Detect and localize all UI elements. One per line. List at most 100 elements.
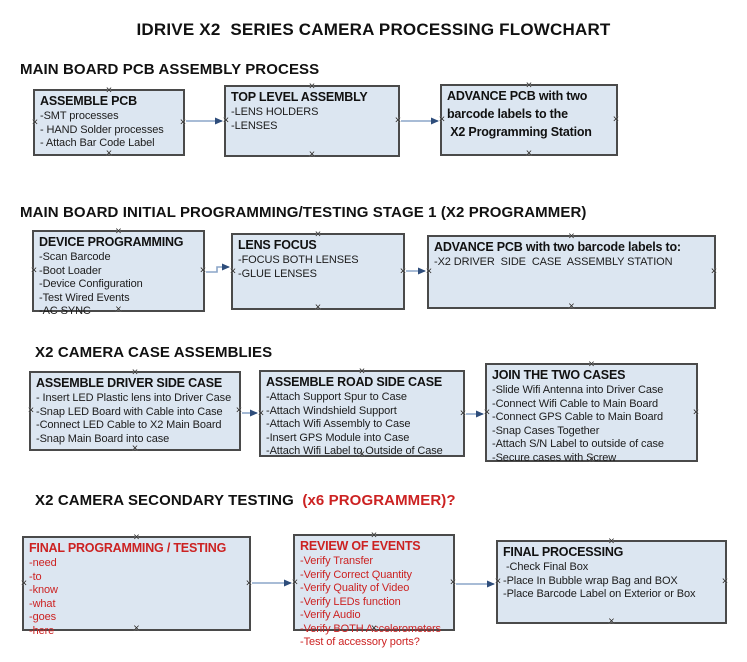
flow-box-title: ASSEMBLE PCB [40, 94, 137, 108]
flow-box-title: ADVANCE PCB with two [447, 89, 588, 103]
connection-point-icon: × [525, 147, 533, 160]
flow-box-item: -Verify LEDs function [300, 595, 401, 608]
section-heading: X2 CAMERA SECONDARY TESTING (x6 PROGRAMM… [35, 492, 456, 510]
flow-box-item: -AC SYNC [39, 305, 91, 317]
flow-box-title: FINAL PROCESSING [503, 545, 624, 559]
flow-box[interactable]: REVIEW OF EVENTS-Verify Transfer-Verify … [291, 530, 457, 648]
flow-box-title: REVIEW OF EVENTS [300, 539, 421, 553]
flow-box-item: -to [29, 570, 42, 583]
section-heading-text: X2 CAMERA CASE ASSEMBLIES [35, 344, 273, 361]
flow-box-item: -Place Barcode Label on Exterior or Box [503, 588, 696, 600]
connection-point-icon: × [425, 265, 433, 278]
flow-box-item: -GLUE LENSES [238, 267, 317, 280]
connection-point-icon: × [31, 116, 39, 128]
flow-box[interactable]: ASSEMBLE ROAD SIDE CASE-Attach Support S… [257, 366, 467, 460]
connection-point-icon: × [30, 264, 38, 277]
connection-point-icon: × [27, 404, 35, 417]
flow-box-title: FINAL PROGRAMMING / TESTING [29, 541, 227, 555]
page-title: IDRIVE X2 SERIES CAMERA PROCESSING FLOWC… [136, 20, 611, 39]
flow-box-item: -Verify Transfer [300, 555, 373, 567]
connection-point-icon: × [229, 265, 237, 277]
flow-box-item: -Snap Cases Together [492, 424, 600, 437]
flow-box[interactable]: FINAL PROCESSING -Check Final Box-Place … [494, 536, 729, 627]
flow-box-item: -X2 DRIVER SIDE CASE ASSEMBLY STATION [434, 256, 673, 268]
flow-box-item: -SMT processes [40, 110, 119, 122]
flow-box-title: JOIN THE TWO CASES [492, 368, 626, 382]
flow-box-item: -Attach Wifi Label to Outside of Case [266, 445, 443, 457]
flow-box-item: - HAND Solder processes [40, 123, 164, 136]
flow-box-item: -Scan Barcode [39, 251, 111, 263]
connection-point-icon: × [20, 577, 28, 589]
flow-box[interactable]: ASSEMBLE DRIVER SIDE CASE- Insert LED Pl… [27, 367, 243, 454]
flow-box-item: -know [29, 584, 58, 596]
connection-point-icon: × [459, 407, 467, 419]
flow-box-item: -Test of accessory ports? [300, 636, 420, 648]
flow-box-item: -Attach Windshield Support [266, 404, 397, 417]
flow-box-item: -Secure cases with Screw [492, 451, 617, 464]
section-heading: MAIN BOARD INITIAL PROGRAMMING/TESTING S… [20, 204, 587, 222]
flow-box-item: -Test Wired Events [39, 291, 130, 304]
connection-point-icon: × [612, 113, 620, 126]
connection-point-icon: × [179, 116, 187, 128]
flow-box-item: -Insert GPS Module into Case [266, 431, 410, 444]
flow-box-item: -Verify Correct Quantity [300, 568, 412, 581]
flow-box[interactable]: ASSEMBLE PCB -SMT processes- HAND Solder … [31, 85, 187, 159]
flow-box[interactable]: TOP LEVEL ASSEMBLY-LENS HOLDERS-LENSES××… [222, 81, 402, 160]
connection-point-icon: × [394, 114, 402, 127]
flow-box-item: -need [29, 557, 57, 569]
flow-box-item: -Connect GPS Cable to Main Board [492, 411, 664, 423]
connection-point-icon: × [308, 148, 316, 161]
connection-point-icon: × [257, 407, 265, 419]
flow-box-item: -Connect LED Cable to X2 Main Board [36, 419, 222, 431]
flow-box-item: -Snap Main Board into case [36, 432, 170, 445]
flow-box-item: -what [29, 597, 56, 610]
connection-point-icon: × [608, 615, 615, 628]
flow-box[interactable]: JOIN THE TWO CASES-Slide Wifi Antenna in… [483, 359, 700, 465]
flow-box-item: -here [29, 624, 55, 637]
flow-box-item: -Verify Quality of Video [300, 582, 410, 594]
connection-point-icon: × [449, 576, 457, 588]
flow-box-item: -Connect Wifi Cable to Main Board [492, 397, 659, 410]
flow-box-item: - Insert LED Plastic lens into Driver Ca… [36, 392, 232, 404]
flow-box[interactable]: LENS FOCUS-FOCUS BOTH LENSES-GLUE LENSES… [229, 229, 407, 313]
connection-point-icon: × [291, 576, 299, 588]
connection-point-icon: × [235, 404, 243, 417]
flow-box-item: -LENSES [231, 119, 278, 132]
section-heading-suffix: (x6 PROGRAMMER)? [302, 492, 456, 509]
flow-box-item: -Place In Bubble wrap Bag and BOX [503, 574, 678, 587]
flow-box[interactable]: FINAL PROGRAMMING / TESTING -need-to-know… [20, 532, 253, 637]
connection-point-icon: × [399, 265, 407, 277]
connection-point-icon: × [314, 301, 322, 314]
flow-box-item: -Snap LED Board with Cable into Case [36, 405, 223, 418]
connection-point-icon: × [199, 264, 207, 277]
flow-box-item: X2 Programming Station [447, 125, 592, 139]
section-heading: X2 CAMERA CASE ASSEMBLIES [35, 344, 272, 362]
section-heading-text: MAIN BOARD PCB ASSEMBLY PROCESS [20, 61, 320, 78]
flow-box-item: -Device Configuration [39, 278, 143, 290]
connection-point-icon: × [483, 406, 491, 418]
section-heading-text: MAIN BOARD INITIAL PROGRAMMING/TESTING S… [20, 204, 587, 221]
flow-box[interactable]: DEVICE PROGRAMMING-Scan Barcode-Boot Loa… [30, 226, 207, 317]
connection-point-icon: × [222, 114, 230, 127]
section-heading-text: X2 CAMERA SECONDARY TESTING [35, 492, 303, 509]
flow-box-item: -Verify BOTH Accelerometers [300, 622, 441, 635]
flow-box-item: -Verify Audio [300, 609, 361, 621]
connection-point-icon: × [692, 406, 700, 418]
flow-box-title: TOP LEVEL ASSEMBLY [231, 90, 368, 104]
flow-box-item: -LENS HOLDERS [231, 106, 319, 118]
connection-point-icon: × [568, 300, 575, 313]
flow-box-item: -Check Final Box [503, 561, 589, 573]
section-heading: MAIN BOARD PCB ASSEMBLY PROCESS [20, 61, 319, 79]
flow-box[interactable]: ADVANCE PCB with two barcode labels to:-… [425, 231, 717, 312]
flow-box-title: ASSEMBLE ROAD SIDE CASE [266, 375, 442, 389]
connection-point-icon: × [438, 113, 446, 126]
connection-point-icon: × [245, 577, 253, 589]
connection-point-icon: × [721, 575, 729, 588]
flow-box-item: - Attach Bar Code Label [40, 137, 155, 149]
flow-box-item: -Boot Loader [39, 264, 102, 277]
flow-arrow [206, 263, 230, 273]
connection-point-icon: × [494, 575, 502, 588]
flow-box-item: -Attach Wifi Assembly to Case [266, 418, 411, 430]
